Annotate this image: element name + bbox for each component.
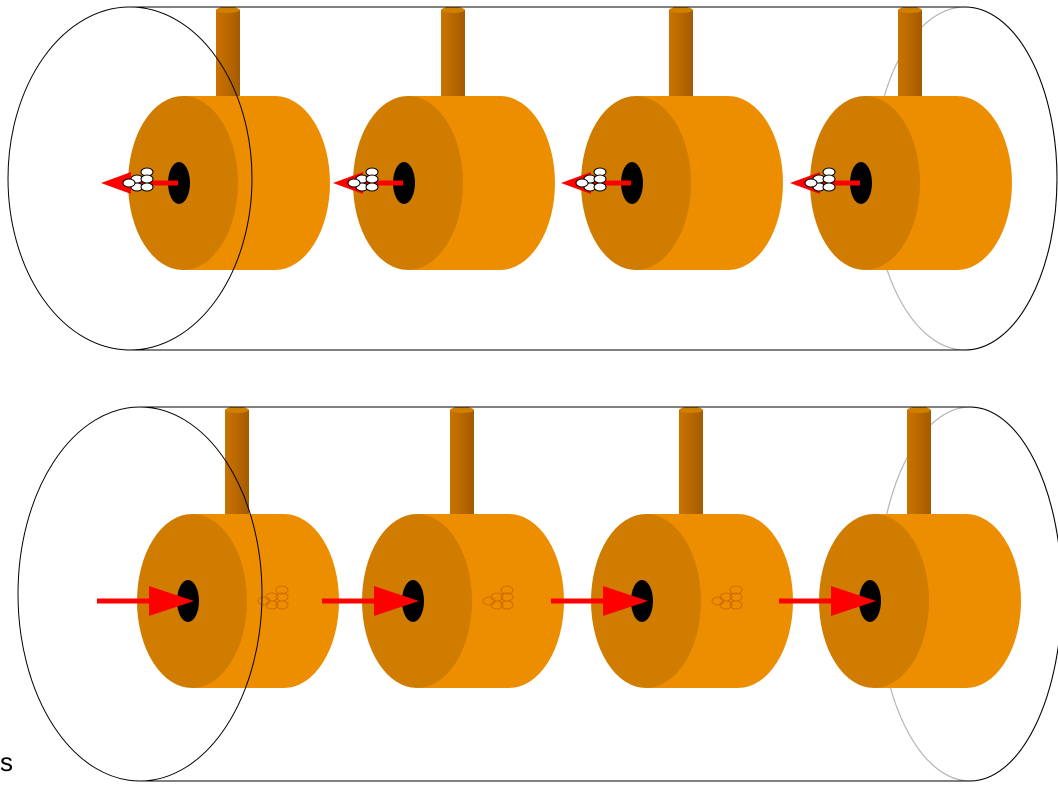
bottom-panel-waveguide	[17, 406, 1058, 782]
particle	[500, 600, 514, 610]
coupler-stem-top	[898, 7, 922, 13]
coupler-stem-top	[441, 7, 465, 13]
coupler-stem	[907, 410, 931, 524]
particle	[593, 182, 607, 192]
top-panel-waveguide	[7, 6, 1058, 351]
particle	[500, 585, 514, 595]
particle	[822, 174, 836, 184]
coupler-stem	[450, 410, 474, 524]
cavity	[790, 7, 1012, 270]
particle	[575, 178, 589, 188]
cavity	[551, 407, 793, 688]
tube-end-cap-right-front	[964, 6, 1058, 351]
particle	[711, 596, 725, 606]
particle	[822, 182, 836, 192]
field-arrow-head	[603, 586, 648, 616]
coupler-stem-top	[225, 407, 249, 413]
particle	[140, 182, 154, 192]
tube-end-cap-left	[17, 406, 263, 782]
field-arrow-head	[374, 586, 419, 616]
particle	[593, 174, 607, 184]
coupler-stem-top	[669, 7, 693, 13]
coupler-stem	[679, 410, 703, 524]
cavity	[561, 7, 783, 270]
coupler-stem-top	[907, 407, 931, 413]
particle	[482, 596, 496, 606]
particle	[729, 600, 743, 610]
particle	[365, 174, 379, 184]
particle	[257, 596, 271, 606]
particle	[140, 174, 154, 184]
coupler-stem-top	[216, 7, 240, 13]
cavity	[97, 407, 339, 688]
field-arrow-head	[149, 586, 194, 616]
tube-end-cap-left	[7, 6, 253, 351]
coupler-stem-top	[450, 407, 474, 413]
coupler-stem	[225, 410, 249, 524]
coupler-stem-top	[679, 407, 703, 413]
particle	[729, 585, 743, 595]
edge-text: s	[0, 747, 13, 777]
particle	[122, 178, 136, 188]
beam-aperture	[621, 162, 643, 204]
cavity	[779, 407, 1021, 688]
beam-aperture	[168, 162, 190, 204]
particle	[804, 178, 818, 188]
particle	[347, 178, 361, 188]
coupler-stem	[441, 10, 465, 106]
field-arrow-head	[831, 586, 876, 616]
beam-aperture	[850, 162, 872, 204]
beam-aperture	[393, 162, 415, 204]
cavity	[333, 7, 555, 270]
particle	[275, 585, 289, 595]
coupler-stem	[669, 10, 693, 106]
coupler-stem	[216, 10, 240, 106]
particle	[365, 182, 379, 192]
field-arrow-head	[101, 172, 131, 194]
tube-end-cap-right-front	[969, 406, 1058, 782]
coupler-stem	[898, 10, 922, 106]
particle	[275, 600, 289, 610]
cavity	[101, 7, 330, 270]
cavity	[322, 407, 564, 688]
